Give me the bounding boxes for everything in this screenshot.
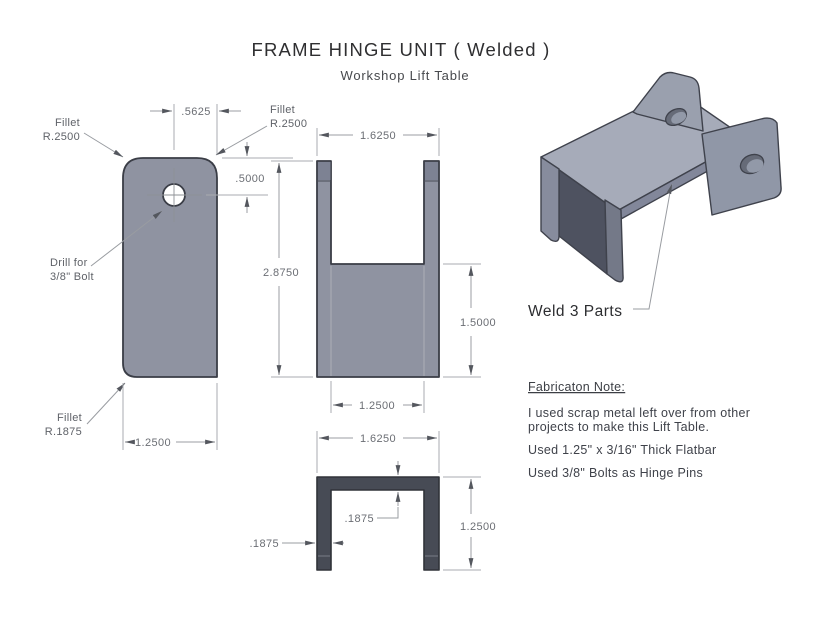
dim-hole-offset: .5625 — [181, 106, 211, 118]
front-view-body — [316, 160, 440, 378]
leader-line — [90, 210, 163, 267]
dim-web-height: 1.5000 — [460, 317, 496, 329]
front-view: 1.6250 2.8750 1.5000 1.2500 — [263, 128, 496, 413]
flange-top-shading — [425, 162, 438, 180]
drawing-title: FRAME HINGE UNIT ( Welded ) — [252, 39, 551, 60]
side-view: .5625 .5000 Fillet R.2500 Fillet R.2500 … — [43, 104, 307, 450]
drill-label-2: 3/8" Bolt — [50, 271, 94, 283]
drawing-subtitle: Workshop Lift Table — [341, 68, 470, 83]
note-body-line3: Used 1.25" x 3/16" Thick Flatbar — [528, 443, 716, 457]
leader-line — [83, 132, 124, 158]
flange-top-shading — [318, 162, 331, 180]
dim-inner-width: 1.2500 — [359, 400, 395, 412]
dim-web-thickness: .1875 — [344, 513, 374, 525]
note-heading: Fabricaton Note: — [528, 380, 625, 394]
drill-label-1: Drill for — [50, 257, 88, 269]
side-view-plate — [122, 157, 218, 378]
iso-near-hole — [739, 153, 765, 175]
dim-outer-width-bottom: 1.6250 — [360, 433, 396, 445]
fillet-tr-label-1: Fillet — [270, 104, 295, 116]
leader-line — [377, 507, 399, 519]
bottom-view-body — [316, 476, 440, 571]
note-body-line4: Used 3/8" Bolts as Hinge Pins — [528, 466, 703, 480]
note-body-line2: projects to make this Lift Table. — [528, 420, 709, 434]
dim-height: 2.8750 — [263, 267, 299, 279]
iso-left-end-face — [540, 156, 560, 243]
iso-near-end-face — [604, 199, 624, 283]
leader-line — [215, 125, 268, 156]
dim-outer-width: 1.6250 — [360, 130, 396, 142]
note-body-line1: I used scrap metal left over from other — [528, 406, 750, 420]
iso-rear-hole — [665, 107, 687, 127]
dim-hole-from-top: .5000 — [235, 173, 265, 185]
weld-callout: Weld 3 Parts — [528, 303, 622, 320]
fillet-tl-label-1: Fillet — [55, 117, 80, 129]
fillet-tr-label-2: R.2500 — [270, 118, 307, 130]
leader-line — [86, 382, 126, 425]
fabrication-note: Fabricaton Note: I used scrap metal left… — [528, 380, 750, 480]
leader-line — [633, 186, 672, 310]
fillet-tl-label-2: R.2500 — [43, 131, 80, 143]
isometric-view: Weld 3 Parts — [528, 71, 782, 320]
bottom-view: 1.6250 .1875 .1875 1.2500 — [249, 431, 496, 571]
fillet-bl-label-1: Fillet — [57, 412, 82, 424]
leader-arrow — [666, 183, 673, 195]
dim-depth: 1.2500 — [460, 521, 496, 533]
dim-plate-width: 1.2500 — [135, 437, 171, 449]
dim-leg-thickness: .1875 — [249, 538, 279, 550]
fillet-bl-label-2: R.1875 — [45, 426, 82, 438]
